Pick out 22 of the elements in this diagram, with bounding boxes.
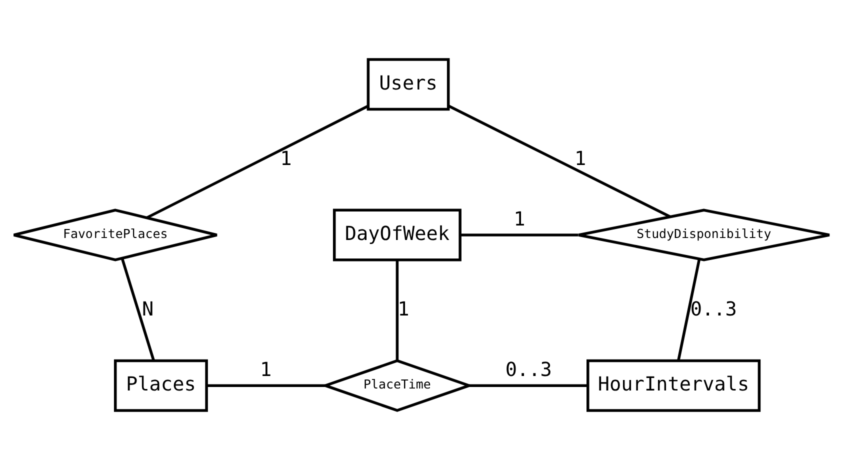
edge-label: 1	[514, 208, 526, 231]
connector	[448, 104, 671, 218]
edge-label: 1	[574, 146, 586, 170]
edge-label: 0..3	[505, 358, 552, 382]
node-box: Places	[114, 359, 208, 412]
edge-label: 1	[280, 146, 292, 170]
node-diamond: StudyDisponibility	[577, 208, 831, 262]
connector	[146, 104, 369, 219]
edge-label: 1	[260, 358, 272, 382]
connector	[677, 259, 701, 361]
node-box: DayOfWeek	[332, 208, 462, 262]
connector	[120, 258, 155, 361]
node-diamond: FavoritePlaces	[12, 208, 218, 262]
node-box: Users	[366, 58, 450, 111]
connector	[469, 384, 588, 387]
connector	[460, 234, 578, 236]
edge-label: 1	[398, 297, 410, 320]
edge-label: N	[142, 297, 154, 320]
edge-label: 0..3	[690, 297, 737, 320]
node-box: HourIntervals	[586, 359, 761, 412]
connector	[396, 260, 399, 361]
connector	[207, 384, 326, 387]
